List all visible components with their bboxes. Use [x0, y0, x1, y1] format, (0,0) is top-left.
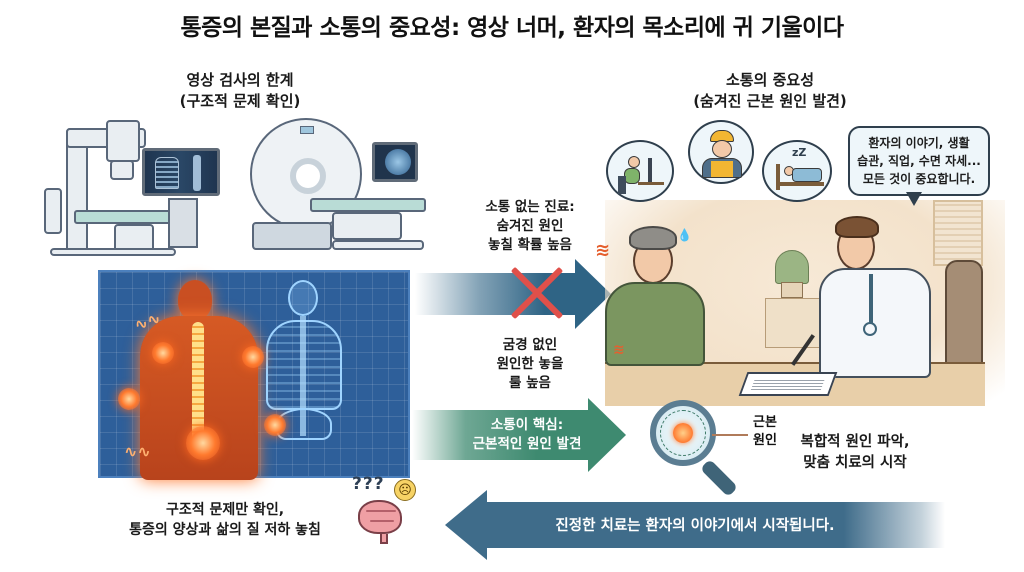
sleeping-posture-icon: zZ: [762, 140, 832, 202]
sweat-drops-icon: 💧: [677, 228, 692, 242]
speech-line3: 모든 것이 중요합니다.: [862, 172, 976, 186]
patient-green-sweater: [605, 282, 705, 366]
sad-face-icon: ☹: [394, 479, 416, 501]
ct-image-monitor: [372, 142, 418, 182]
true-treatment-arrow: 진정한 치료는 환자의 이야기에서 시작됩니다.: [445, 490, 945, 560]
construction-worker-icon: [688, 120, 754, 184]
label-line2: 근본적인 원인 발견: [472, 436, 582, 452]
clipboard-icon: [738, 372, 838, 396]
communication-key-arrow: 소통이 핵심: 근본적인 원인 발견: [412, 398, 627, 472]
imaging-limit-caption: 구조적 문제만 확인, 통증의 양상과 삶의 질 저하 놓침: [100, 500, 350, 540]
caption-line1: 구조적 문제만 확인,: [165, 502, 285, 518]
question-marks-icon: ???: [352, 474, 385, 494]
label-line1: 근본: [753, 415, 777, 430]
patient-hair: [629, 226, 677, 250]
label-line2: 숨겨진 원인: [496, 218, 564, 234]
imaging-limit-heading-line2: (구조적 문제 확인): [179, 92, 301, 110]
sleep-z-icon: zZ: [792, 146, 807, 159]
blocked-diagnosis-arrow: [415, 259, 611, 329]
label-line1: 소통이 핵심:: [490, 417, 564, 433]
body-pain-blueprint-icon: ∿∿ ∿∿: [98, 270, 410, 480]
pain-zigzag-icon: ≋: [613, 342, 625, 358]
no-communication-label: 소통 없는 진료: 숨겨진 원인 놓칠 확률 높음: [450, 198, 610, 255]
pain-zigzag-icon: ≋: [595, 240, 611, 261]
speech-line2: 습관, 직업, 수면 자세...: [857, 154, 981, 168]
ct-scanner-icon: [250, 112, 426, 262]
clinic-consultation-scene: ≋ ≋ 💧: [595, 200, 1005, 406]
tailored-treatment-caption: 복합적 원인 파악, 맞춤 치료의 시작: [780, 432, 930, 474]
x-ray-image-monitor: [142, 148, 220, 196]
imaging-limit-heading-line1: 영상 검사의 한계: [186, 71, 294, 89]
true-treatment-label: 진정한 치료는 환자의 이야기에서 시작됩니다.: [555, 518, 835, 534]
communication-key-label: 소통이 핵심: 근본적인 원인 발견: [452, 416, 602, 454]
label-line3: 룰 높음: [509, 375, 551, 391]
desk-work-posture-icon: [606, 140, 674, 202]
doctor-white-coat: [819, 268, 931, 378]
x-ray-machine-icon: [44, 118, 234, 258]
doctor-speech-bubble: 환자의 이야기, 생활 습관, 직업, 수면 자세... 모든 것이 중요합니다…: [848, 126, 990, 196]
elbow-pain-point: [264, 414, 286, 436]
heading-line2: (숨겨진 근본 원인 발견): [693, 92, 847, 110]
heading-line1: 소통의 중요성: [725, 71, 815, 89]
imaging-limit-heading: 영상 검사의 한계 (구조적 문제 확인): [120, 70, 360, 112]
speech-line1: 환자의 이야기, 생활: [868, 136, 970, 150]
spine-icon: [192, 322, 204, 452]
caption-line2: 맞춤 치료의 시작: [803, 455, 907, 471]
shoulder-pain-point: [152, 342, 174, 364]
speech-bubble-tail: [906, 192, 922, 206]
stethoscope-icon: [863, 322, 877, 336]
label-line3: 놓칠 확률 높음: [488, 237, 572, 253]
window-blinds: [933, 200, 983, 266]
shoulder-pain-point: [242, 346, 264, 368]
page-title: 통증의 본질과 소통의 중요성: 영상 너머, 환자의 목소리에 귀 기울이다: [180, 15, 844, 41]
root-cause-label: 근본 원인: [753, 414, 777, 450]
caption-line2: 통증의 양상과 삶의 질 저하 놓침: [129, 522, 321, 538]
communication-importance-heading: 소통의 중요성 (숨겨진 근본 원인 발견): [650, 70, 890, 112]
confused-brain-icon: [358, 500, 402, 544]
label-line2: 원인: [753, 433, 777, 448]
label-line1: 소통 없는 진료:: [485, 199, 575, 215]
doctor-hair: [835, 216, 879, 238]
label-line1: 굼경 없인: [502, 337, 558, 353]
elbow-pain-point: [118, 388, 140, 410]
label-line2: 원인한 놓을: [496, 356, 564, 372]
lower-back-pain-point: [186, 426, 220, 460]
plant-icon: [775, 250, 809, 284]
uncertain-cause-label: 굼경 없인 원인한 놓을 룰 높음: [450, 336, 610, 393]
pain-zigzag-icon: ∿∿: [124, 442, 151, 461]
caption-line1: 복합적 원인 파악,: [800, 434, 910, 450]
magnifier-root-cause-icon: [650, 400, 760, 500]
red-x-icon: [507, 263, 567, 323]
